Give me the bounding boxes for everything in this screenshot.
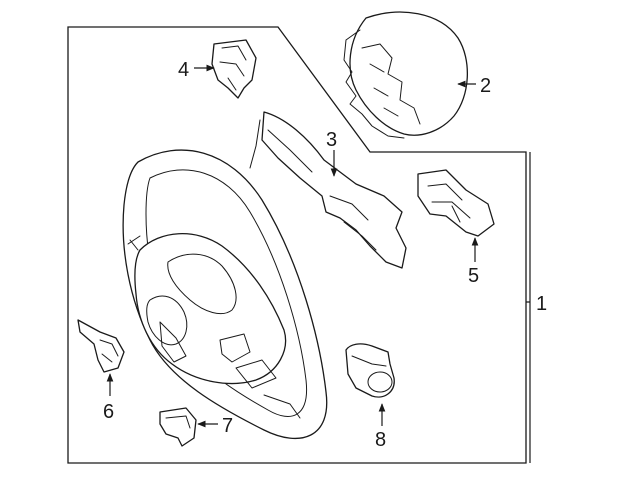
callout-7: 7 [222,415,233,437]
airbag-module [343,11,468,139]
callout-3: 3 [326,129,337,151]
paddle-6 [77,319,125,373]
callout-4: 4 [178,59,189,81]
steering-wheel [122,149,328,439]
assembly-frame [67,26,527,464]
motor-8 [345,343,395,398]
leader-lines [106,64,531,463]
callout-6: 6 [103,401,114,423]
trim-cover [249,111,407,269]
callout-2: 2 [480,75,491,97]
callout-5: 5 [468,265,479,287]
callout-8: 8 [375,429,386,451]
switch-5 [417,169,495,237]
callout-1: 1 [536,293,547,315]
switch-4 [211,39,257,99]
clip-7 [159,407,197,447]
